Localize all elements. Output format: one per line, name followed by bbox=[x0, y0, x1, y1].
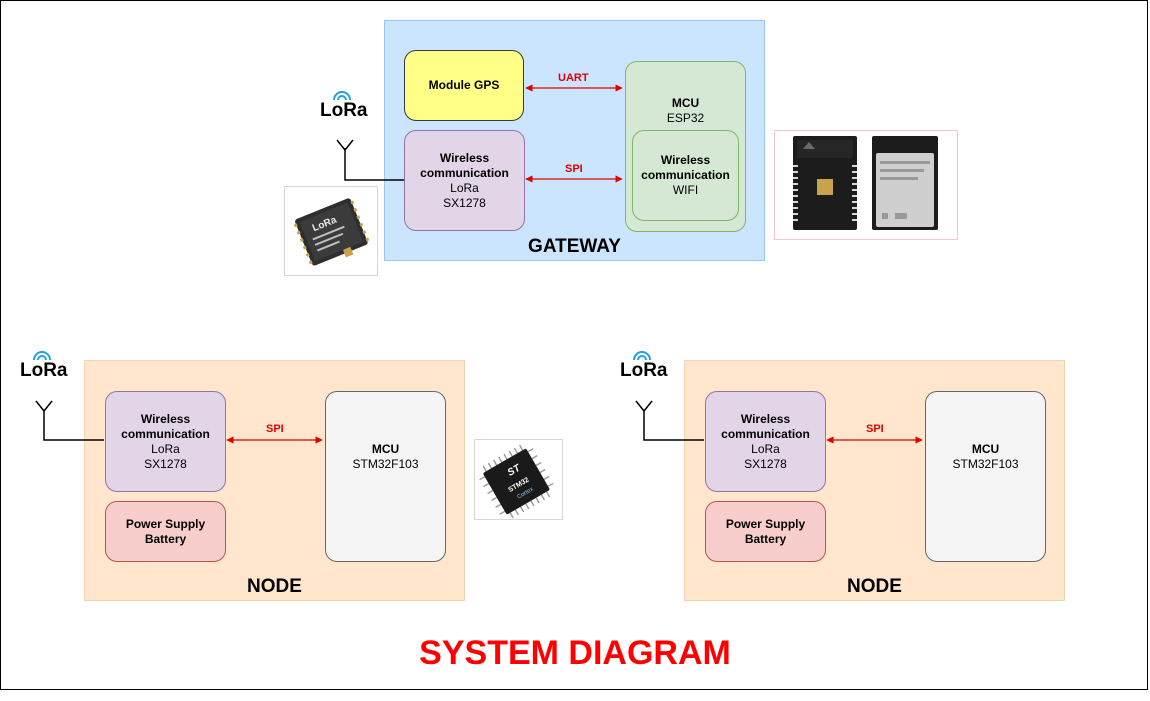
node-left-spi-label: SPI bbox=[266, 423, 284, 435]
lora-logo-node-right: LoRa bbox=[620, 351, 668, 382]
gateway-panel: Module GPS Wireless communication LoRa S… bbox=[384, 20, 765, 261]
node-right-lora-line4: SX1278 bbox=[744, 456, 787, 471]
esp32-module-photo bbox=[774, 130, 958, 240]
node-right-mcu-line2: STM32F103 bbox=[952, 457, 1019, 471]
node-right-lora-line2: communication bbox=[721, 426, 810, 441]
signal-waves-icon bbox=[633, 351, 651, 361]
stm32-chip-image: ST STM32 Cortex bbox=[479, 444, 554, 519]
node-left-power-line2: Battery bbox=[144, 531, 187, 546]
uart-label: UART bbox=[558, 72, 589, 84]
node-left-mcu-line2: STM32F103 bbox=[352, 457, 419, 471]
node-right-spi-label: SPI bbox=[866, 423, 884, 435]
node-left-lora-line2: communication bbox=[121, 426, 210, 441]
esp32-module-image bbox=[793, 136, 938, 230]
node-left-power-box: Power Supply Battery bbox=[105, 501, 226, 562]
node-right-lora-line3: LoRa bbox=[751, 441, 780, 456]
gateway-mcu-line2: ESP32 bbox=[666, 111, 705, 125]
gateway-wifi-line1: Wireless bbox=[660, 153, 711, 167]
lora-logo-text: LoRa bbox=[620, 360, 668, 381]
gateway-title: GATEWAY bbox=[528, 236, 621, 257]
node-panel-right: Wireless communication LoRa SX1278 Power… bbox=[684, 360, 1065, 601]
gps-module-box: Module GPS bbox=[404, 50, 524, 121]
diagram-title: SYSTEM DIAGRAM bbox=[419, 634, 731, 672]
lora-logo-node-left: LoRa bbox=[20, 351, 68, 382]
lora-logo-text: LoRa bbox=[20, 360, 68, 381]
gateway-lora-line4: SX1278 bbox=[443, 195, 486, 210]
lora-module-photo: LoRa bbox=[284, 186, 378, 276]
lora-logo-text: LoRa bbox=[320, 100, 368, 121]
node-right-mcu-line1: MCU bbox=[971, 442, 1000, 456]
gateway-wifi-box: Wireless communication WIFI bbox=[632, 130, 739, 221]
signal-waves-icon bbox=[333, 91, 351, 101]
lora-logo-gateway: LoRa bbox=[320, 91, 368, 122]
gateway-wifi-line3: WIFI bbox=[672, 183, 699, 197]
stm32-chip-photo: ST STM32 Cortex bbox=[474, 439, 563, 520]
node-right-power-box: Power Supply Battery bbox=[705, 501, 826, 562]
node-left-title: NODE bbox=[247, 576, 302, 597]
gateway-mcu-line1: MCU bbox=[671, 96, 700, 110]
node-left-lora-line1: Wireless bbox=[140, 411, 191, 426]
node-right-lora-box: Wireless communication LoRa SX1278 bbox=[705, 391, 826, 492]
gateway-lora-line3: LoRa bbox=[450, 180, 479, 195]
node-right-lora-line1: Wireless bbox=[740, 411, 791, 426]
gateway-lora-line2: communication bbox=[420, 165, 509, 180]
signal-waves-icon bbox=[33, 351, 51, 361]
node-right-power-line1: Power Supply bbox=[725, 516, 806, 531]
lora-module-image: LoRa bbox=[293, 198, 370, 266]
node-left-lora-box: Wireless communication LoRa SX1278 bbox=[105, 391, 226, 492]
gateway-wifi-line2: communication bbox=[641, 168, 730, 182]
gateway-spi-label: SPI bbox=[565, 163, 583, 175]
node-left-mcu-box: MCU STM32F103 bbox=[325, 391, 446, 562]
gateway-lora-line1: Wireless bbox=[439, 150, 490, 165]
node-left-lora-line4: SX1278 bbox=[144, 456, 187, 471]
gateway-lora-box: Wireless communication LoRa SX1278 bbox=[404, 130, 525, 231]
node-left-power-line1: Power Supply bbox=[125, 516, 206, 531]
node-left-lora-line3: LoRa bbox=[151, 441, 180, 456]
node-right-title: NODE bbox=[847, 576, 902, 597]
node-right-power-line2: Battery bbox=[744, 531, 787, 546]
node-left-mcu-line1: MCU bbox=[371, 442, 400, 456]
node-right-mcu-box: MCU STM32F103 bbox=[925, 391, 1046, 562]
node-panel-left: Wireless communication LoRa SX1278 Power… bbox=[84, 360, 465, 601]
gps-module-label: Module GPS bbox=[428, 78, 500, 92]
